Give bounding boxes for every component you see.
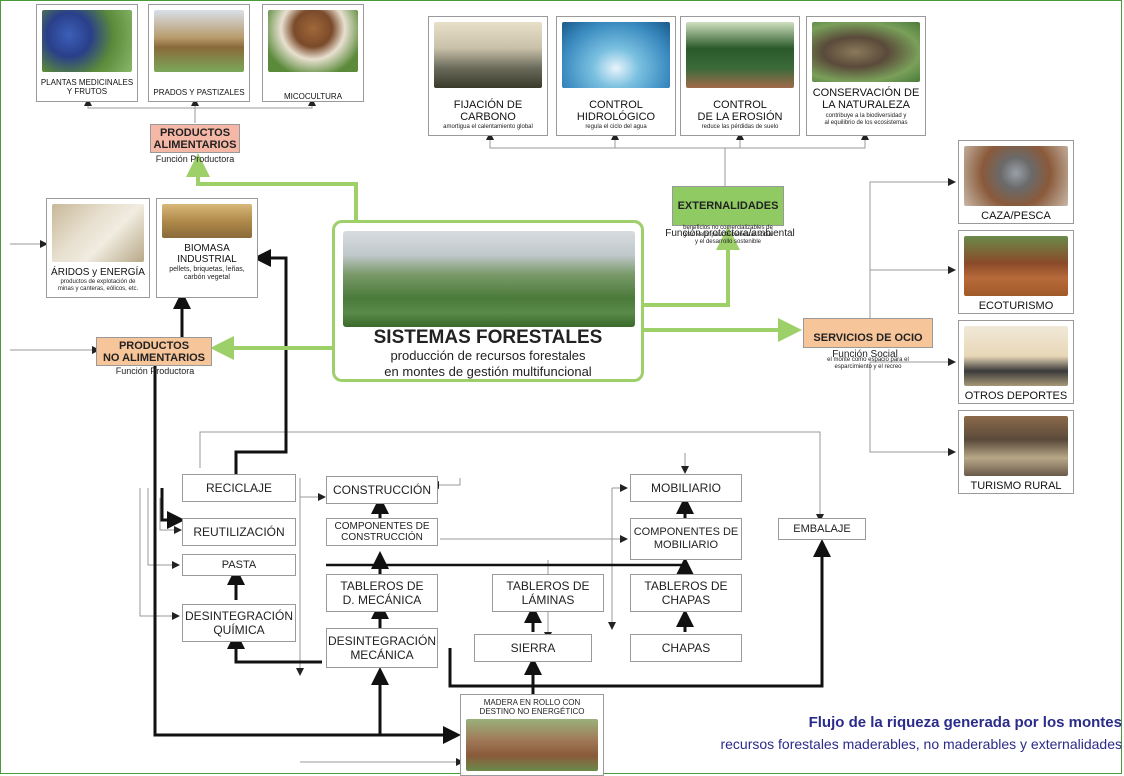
card-label: CAZA/PESCA: [981, 210, 1051, 222]
card-turismo-rural: TURISMO RURAL: [958, 410, 1074, 494]
tag-externalidades: EXTERNALIDADES beneficios no comercializ…: [672, 186, 784, 245]
card-sub: productos de explotación de minas y cant…: [57, 279, 139, 292]
card-sub: pellets, briquetas, leñas, carbón vegeta…: [169, 266, 245, 281]
card-aridos-energia: ÁRIDOS y ENERGÍA productos de explotació…: [46, 198, 150, 298]
central-sistemas-forestales: SISTEMAS FORESTALES producción de recurs…: [332, 220, 644, 382]
woodchips-photo: [162, 204, 252, 238]
box-mobiliario: MOBILIARIO: [630, 474, 742, 502]
function-productora-no-alimentarios: Función Productora: [115, 366, 195, 376]
card-caza-pesca: CAZA/PESCA: [958, 140, 1074, 224]
hawk-photo: [812, 22, 920, 82]
gravel-photo: [52, 204, 144, 262]
card-ecoturismo: ECOTURISMO: [958, 230, 1074, 314]
mushroom-photo: [268, 10, 358, 72]
box-embalaje: EMBALAJE: [778, 518, 866, 540]
box-pasta: PASTA: [182, 554, 296, 576]
card-sub: contribuye a la biodiversidad y al equil…: [824, 113, 908, 126]
card-biomasa: BIOMASA INDUSTRIAL pellets, briquetas, l…: [156, 198, 258, 298]
card-otros-deportes: OTROS DEPORTES: [958, 320, 1074, 404]
water-drop-photo: [562, 22, 670, 88]
rural-house-photo: [964, 416, 1068, 476]
log-pile-photo: [466, 719, 598, 771]
card-title: CONSERVACIÓN DE LA NATURALEZA: [812, 87, 920, 111]
box-desintegracion-quimica: DESINTEGRACIÓN QUÍMICA: [182, 604, 296, 642]
card-sub: amortigua el calentamiento global: [443, 124, 533, 130]
card-sub: regula el ciclo del agua: [585, 124, 647, 130]
card-label: MICOCULTURA: [283, 92, 343, 101]
tag-productos-alimentarios: PRODUCTOS ALIMENTARIOS: [150, 124, 240, 153]
function-social: Función Social: [832, 349, 898, 360]
card-label: OTROS DEPORTES: [964, 390, 1068, 402]
tag-servicios-ocio: SERVICIOS DE OCIO el monte como espacio …: [803, 318, 933, 370]
central-line1: producción de recursos forestales: [390, 348, 586, 363]
card-label: PRADOS Y PASTIZALES: [153, 88, 245, 97]
box-desintegracion-mecanica: DESINTEGRACIÓN MECÁNICA: [326, 628, 438, 668]
box-construccion: CONSTRUCCIÓN: [326, 476, 438, 504]
box-reciclaje: RECICLAJE: [182, 474, 296, 502]
tag-sub: el monte como espacio para el esparcimie…: [827, 357, 909, 370]
box-chapas: CHAPAS: [630, 634, 742, 662]
box-componentes-mobiliario: COMPONENTES DE MOBILIARIO: [630, 518, 742, 560]
card-micocultura: MICOCULTURA: [262, 4, 364, 102]
tag-title: SERVICIOS DE OCIO: [813, 332, 923, 344]
box-tableros-chapas: TABLEROS DE CHAPAS: [630, 574, 742, 612]
card-title: ÁRIDOS y ENERGÍA: [51, 267, 145, 278]
hiking-boots-photo: [964, 236, 1068, 296]
forest-road-photo: [686, 22, 794, 88]
card-fijacion-carbono: FIJACIÓN DE CARBONO amortigua el calenta…: [428, 16, 548, 136]
box-tableros-dm: TABLEROS DE D. MECÁNICA: [326, 574, 438, 612]
card-label: PLANTAS MEDICINALES Y FRUTOS: [40, 78, 134, 96]
footer-title: Flujo de la riqueza generada por los mon…: [808, 714, 1122, 731]
function-protectora: Función protectora/ambiental: [665, 228, 795, 239]
central-line2: en montes de gestión multifuncional: [384, 364, 592, 379]
smokestack-photo: [434, 22, 542, 88]
cyclists-photo: [964, 326, 1068, 386]
card-madera-rollo: MADERA EN ROLLO CON DESTINO NO ENERGÉTIC…: [460, 694, 604, 776]
card-plantas-medicinales: PLANTAS MEDICINALES Y FRUTOS: [36, 4, 138, 102]
card-control-erosion: CONTROL DE LA EROSIÓN reduce las pérdida…: [680, 16, 800, 136]
card-title: BIOMASA INDUSTRIAL: [177, 243, 237, 265]
card-label: TURISMO RURAL: [970, 480, 1062, 492]
blueberries-photo: [42, 10, 132, 72]
card-title: FIJACIÓN DE CARBONO: [453, 99, 523, 123]
tag-productos-no-alimentarios: PRODUCTOS NO ALIMENTARIOS: [96, 337, 212, 366]
card-conservacion-naturaleza: CONSERVACIÓN DE LA NATURALEZA contribuye…: [806, 16, 926, 136]
footer-subtitle: recursos forestales maderables, no mader…: [720, 736, 1122, 752]
function-productora-alimentarios: Función Productora: [155, 154, 235, 164]
tag-sub: beneficios no comercializables de gran v…: [682, 225, 774, 245]
box-sierra: SIERRA: [474, 634, 592, 662]
central-title: SISTEMAS FORESTALES: [373, 327, 603, 348]
card-label: ECOTURISMO: [978, 300, 1054, 312]
card-control-hidrologico: CONTROL HIDROLÓGICO regula el ciclo del …: [556, 16, 676, 136]
cow-photo: [154, 10, 244, 72]
card-sub: reduce las pérdidas de suelo: [701, 124, 779, 130]
card-label: MADERA EN ROLLO CON DESTINO NO ENERGÉTIC…: [479, 698, 585, 716]
card-title: CONTROL HIDROLÓGICO: [576, 99, 656, 123]
card-title: CONTROL DE LA EROSIÓN: [697, 99, 783, 123]
box-componentes-construccion: COMPONENTES DE CONSTRUCCIÓN: [326, 518, 438, 546]
mountain-landscape-photo: [343, 231, 635, 327]
fishing-reel-photo: [964, 146, 1068, 206]
card-prados: PRADOS Y PASTIZALES: [148, 4, 250, 102]
tag-title: EXTERNALIDADES: [677, 200, 779, 212]
box-reutilizacion: REUTILIZACIÓN: [182, 518, 296, 546]
box-tableros-laminas: TABLEROS DE LÁMINAS: [492, 574, 604, 612]
